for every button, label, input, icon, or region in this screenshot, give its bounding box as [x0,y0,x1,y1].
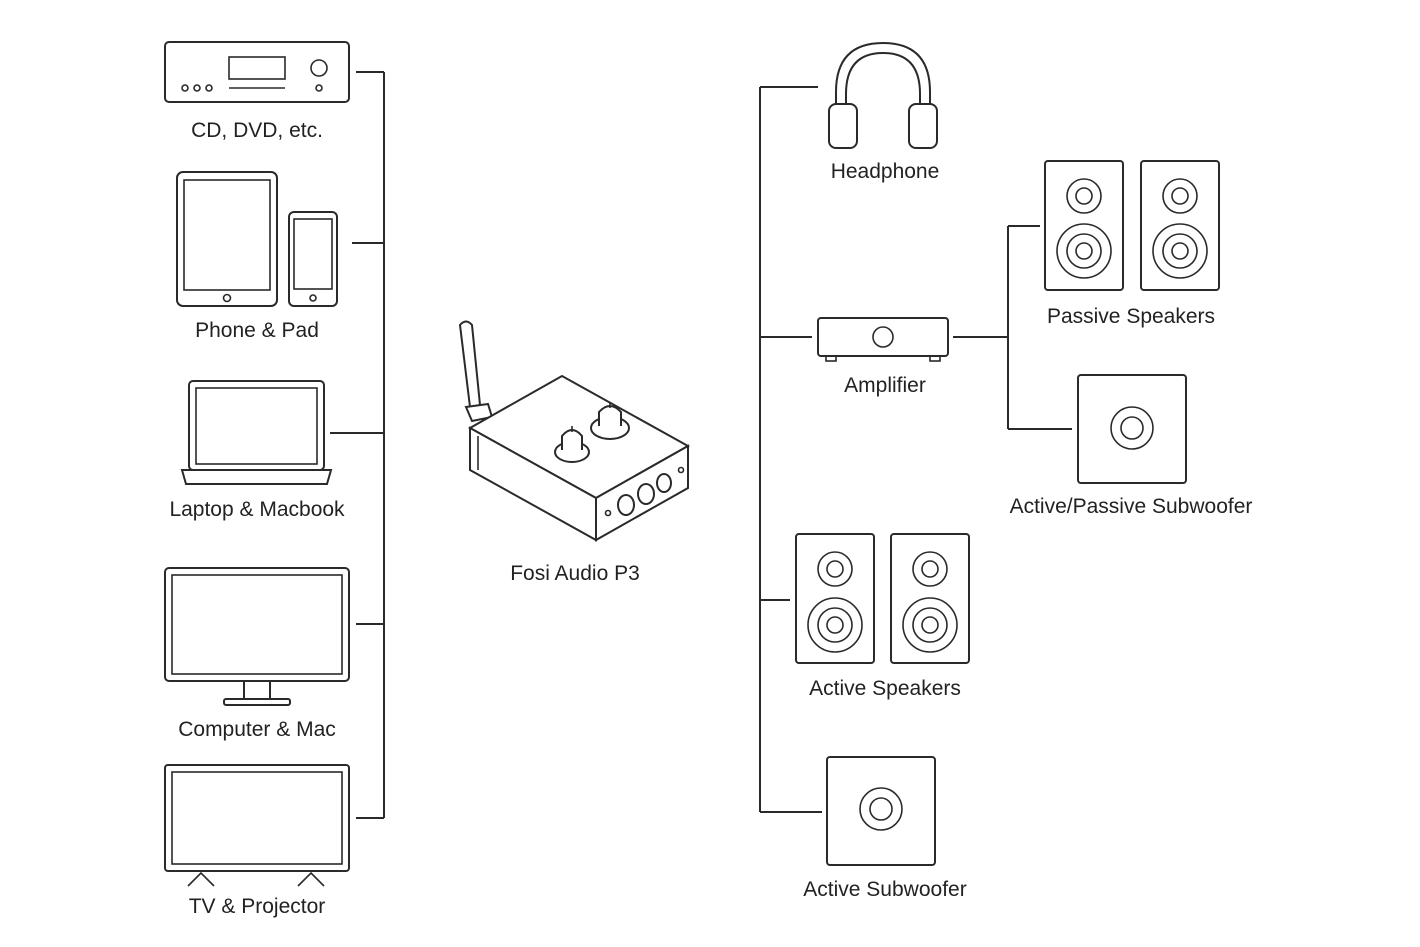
output-label-active-speakers: Active Speakers [809,677,961,700]
active-subwoofer-icon [826,756,936,866]
tube-amplifier-icon [458,320,691,542]
source-bus-lines [330,71,385,819]
monitor-icon [164,567,350,706]
output-bus-lines [759,86,1072,813]
output-label-headphone: Headphone [831,160,940,183]
active-passive-subwoofer-icon [1077,374,1187,484]
laptop-icon [180,380,333,485]
passive-speakers-icon [1044,160,1220,291]
amplifier-icon [817,317,949,362]
center-device-label: Fosi Audio P3 [510,562,640,585]
source-label-phone-pad: Phone & Pad [195,319,319,342]
output-label-active-subwoofer: Active Subwoofer [803,878,966,901]
source-label-tv: TV & Projector [189,895,326,918]
output-label-passive-speakers: Passive Speakers [1047,305,1215,328]
phone-tablet-icon [176,171,338,307]
output-label-active-passive-subwoofer: Active/Passive Subwoofer [1010,495,1253,518]
source-label-cd: CD, DVD, etc. [191,119,323,142]
tv-icon [164,764,350,887]
headphone-icon [828,41,938,149]
source-label-laptop: Laptop & Macbook [169,498,345,521]
output-label-amplifier: Amplifier [844,374,926,397]
cd-player-icon [164,41,350,103]
active-speakers-icon [795,533,970,664]
source-label-computer: Computer & Mac [178,718,336,741]
